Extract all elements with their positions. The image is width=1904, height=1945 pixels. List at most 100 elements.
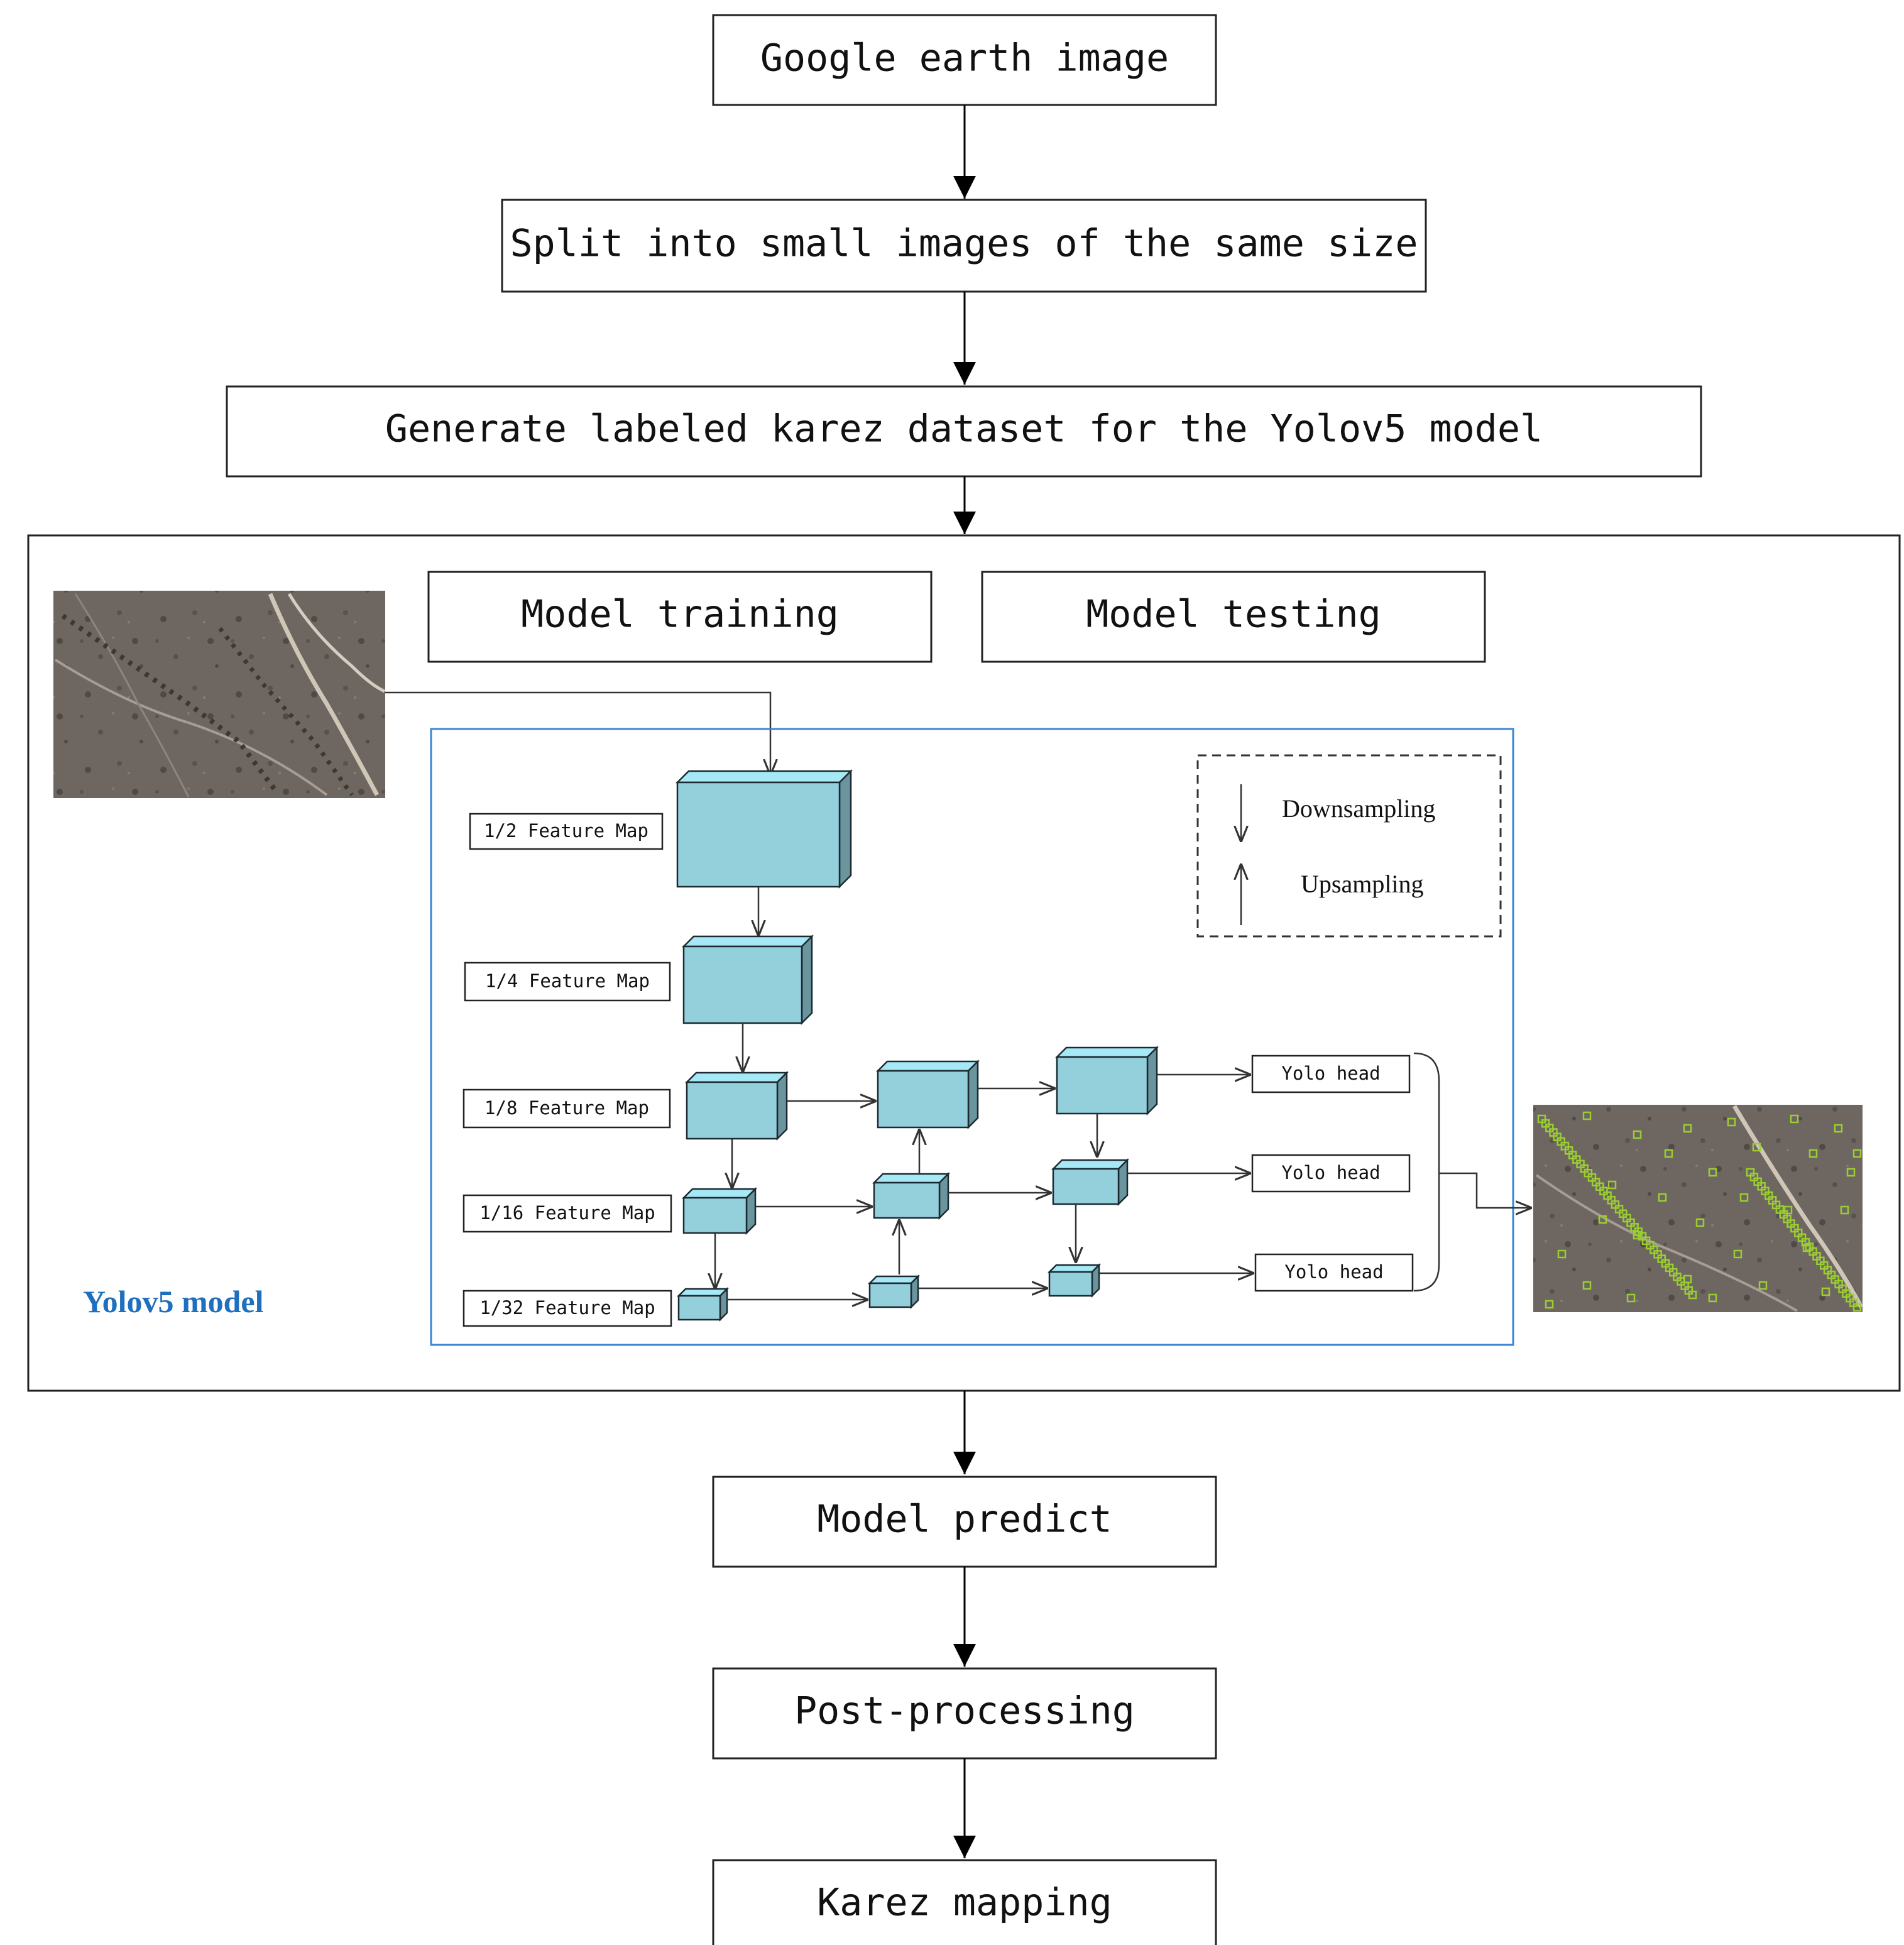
detection-box (1633, 1230, 1642, 1240)
cube-1-8-col3-top (1054, 1046, 1159, 1058)
svg-text:Yolo head: Yolo head (1281, 1063, 1380, 1084)
yolo-heads: Yolo head Yolo head Yolo head (1251, 1055, 1414, 1292)
detection-box (1739, 1193, 1749, 1202)
detection-box (1545, 1300, 1554, 1309)
model-training-box: Model training (427, 571, 933, 663)
detection-box (1582, 1111, 1592, 1120)
upsampling-label: Upsampling (1301, 870, 1424, 898)
cube-1-16-col3-top (1051, 1159, 1130, 1170)
cube-1-16-col1 (681, 1186, 758, 1235)
network-arrows (715, 887, 1254, 1300)
cube-1-8-col1 (684, 1070, 789, 1141)
detection-box (1834, 1124, 1843, 1133)
split-label: Split into small images of the same size (510, 222, 1418, 266)
detection-box (1683, 1274, 1692, 1284)
flow-box-split: Split into small images of the same size (501, 199, 1427, 293)
detection-box (1557, 1249, 1567, 1259)
detection-box (1733, 1249, 1743, 1259)
cube-1-2-side (838, 769, 852, 889)
feature-cubes (675, 769, 1159, 1322)
model-testing-box: Model testing (981, 571, 1486, 663)
cube-1-2-top (675, 770, 853, 784)
google-earth-label: Google earth image (760, 36, 1169, 80)
yolov5-model-panel: Model training Model testing Downsamplin… (27, 534, 1901, 1392)
svg-text:1/16 Feature Map: 1/16 Feature Map (479, 1202, 655, 1224)
output-detection-image (1533, 1105, 1864, 1312)
detection-box (1664, 1149, 1673, 1158)
cube-1-32-col2 (867, 1274, 921, 1310)
cube-1-8-col2-front (877, 1070, 970, 1129)
cube-1-32-col3-top (1047, 1264, 1102, 1273)
svg-text:1/4 Feature Map: 1/4 Feature Map (485, 970, 650, 992)
feature-map-label-1-2: 1/2 Feature Map (469, 813, 664, 850)
model-testing-label: Model testing (1086, 593, 1381, 637)
detection-box (1790, 1114, 1799, 1124)
cube-1-2 (675, 769, 853, 889)
detection-box (1752, 1142, 1761, 1152)
feature-map-label-1-4: 1/4 Feature Map (464, 962, 671, 1002)
detection-boxes (1537, 1111, 1862, 1312)
svg-text:Yolo head: Yolo head (1281, 1162, 1380, 1183)
input-satellite-image (53, 591, 386, 798)
cube-1-4-side (801, 934, 813, 1026)
cube-1-2-front (676, 781, 841, 888)
cube-1-8-col2-top (875, 1060, 980, 1072)
input-to-network-arrow (385, 691, 770, 775)
cube-1-16-col2-side (938, 1171, 949, 1220)
detection-box (1626, 1293, 1636, 1303)
cube-1-32-col1 (676, 1286, 730, 1322)
detection-box (1607, 1180, 1617, 1190)
detection-box (1658, 1193, 1667, 1202)
network-box (430, 728, 1514, 1346)
cube-1-8-col3 (1054, 1045, 1159, 1116)
svg-text:1/32 Feature Map: 1/32 Feature Map (479, 1297, 655, 1318)
svg-text:Yolo head: Yolo head (1284, 1261, 1383, 1283)
cube-1-32-col2-front (868, 1282, 912, 1308)
cube-1-8-col3-front (1056, 1056, 1149, 1115)
cube-1-8-col1-front (686, 1081, 779, 1140)
flow-box-karez-mapping: Karez mapping (712, 1859, 1217, 1945)
detection-box (1802, 1243, 1812, 1252)
yolo-head-2: Yolo head (1251, 1154, 1411, 1193)
feature-map-labels: 1/2 Feature Map 1/4 Feature Map 1/8 Feat… (462, 813, 672, 1327)
detection-box (1633, 1130, 1642, 1139)
heads-to-output-arrow (1439, 1172, 1532, 1208)
cube-1-4-top (681, 935, 814, 948)
model-training-label: Model training (521, 593, 839, 637)
feature-map-label-1-8: 1/8 Feature Map (462, 1088, 671, 1129)
sampling-legend: Downsampling Upsampling (1196, 754, 1502, 938)
cube-1-4-front (682, 945, 803, 1024)
cube-1-16-col1-side (745, 1186, 757, 1235)
detection-box (1846, 1168, 1856, 1177)
generate-dataset-label: Generate labeled karez dataset for the Y… (385, 407, 1543, 451)
cube-1-32-col1-front (677, 1295, 721, 1321)
svg-text:1/2 Feature Map: 1/2 Feature Map (484, 820, 648, 841)
detection-box (1821, 1287, 1830, 1296)
detection-box (1852, 1303, 1862, 1312)
cube-1-32-col3-front (1048, 1271, 1093, 1297)
cube-1-16-col2-front (873, 1181, 941, 1219)
flow-box-model-predict: Model predict (712, 1476, 1217, 1568)
cube-1-16-col3 (1051, 1158, 1130, 1207)
cube-1-8-col2 (875, 1059, 980, 1130)
post-processing-label: Post-processing (794, 1689, 1135, 1733)
detection-box (1582, 1281, 1592, 1290)
karez-mapping-label: Karez mapping (817, 1881, 1112, 1925)
cube-1-32-col1-top (676, 1288, 730, 1297)
cube-1-8-col2-side (967, 1059, 979, 1130)
cube-1-16-col2-top (872, 1173, 951, 1184)
detection-box (1708, 1168, 1717, 1177)
downsampling-label: Downsampling (1282, 794, 1435, 823)
detection-box (1808, 1149, 1818, 1158)
detection-box (1683, 1124, 1692, 1133)
flow-box-generate-dataset: Generate labeled karez dataset for the Y… (226, 385, 1702, 478)
detection-box (1688, 1290, 1697, 1300)
svg-text:1/8 Feature Map: 1/8 Feature Map (484, 1097, 649, 1119)
cube-1-16-col2 (872, 1171, 951, 1220)
flow-box-post-processing: Post-processing (712, 1667, 1217, 1760)
detection-box (1840, 1205, 1849, 1215)
detection-box (1695, 1218, 1705, 1227)
cube-1-16-col1-front (682, 1197, 748, 1234)
